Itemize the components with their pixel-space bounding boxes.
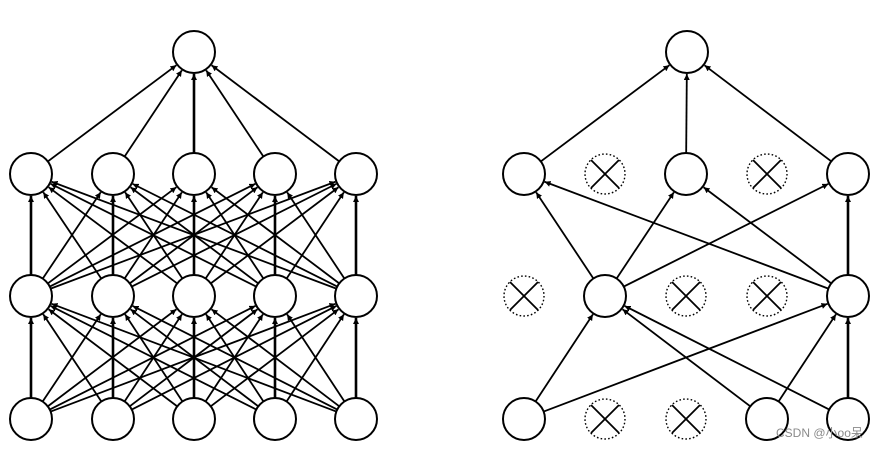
neuron-node [172, 397, 216, 441]
nodes [9, 30, 378, 441]
neuron-node [9, 397, 53, 441]
neuron-node [253, 274, 297, 318]
edge-arrow [48, 308, 178, 408]
cross-mark [671, 281, 701, 311]
edge-arrow [683, 73, 690, 154]
edge-arrow [540, 64, 670, 163]
neuron-node [172, 30, 216, 74]
edge-arrow [777, 313, 837, 402]
edge-arrow [703, 186, 832, 285]
dropped-neuron-node [746, 275, 788, 317]
edge-arrow [534, 313, 594, 402]
neuron-node [172, 152, 216, 196]
edges [28, 64, 359, 413]
edge-arrow [50, 305, 257, 411]
dropped-neuron-node [584, 398, 626, 440]
edge-arrow [51, 302, 337, 413]
edge-arrow [51, 180, 337, 290]
neuron-node [826, 152, 870, 196]
cross-mark [509, 281, 539, 311]
edge-arrow [211, 186, 340, 285]
neuron-node [91, 397, 135, 441]
cross-mark [752, 281, 782, 311]
edge-arrow [615, 191, 675, 279]
edge-arrow [50, 183, 257, 288]
edge-arrow [703, 64, 832, 163]
edge-arrow [621, 308, 751, 408]
neuron-node [91, 274, 135, 318]
dropped-neuron-node [503, 275, 545, 317]
nodes [502, 30, 870, 441]
panel-standard-net [9, 30, 378, 441]
neuron-node [664, 152, 708, 196]
neuron-node [253, 152, 297, 196]
neuron-node [91, 152, 135, 196]
panel-dropout-net [502, 30, 870, 441]
edge-arrow [132, 305, 338, 411]
edge-arrow [623, 183, 829, 288]
dropped-neuron-node [746, 153, 788, 195]
edge-arrow [535, 191, 595, 279]
edges [534, 64, 851, 413]
edge-arrow [286, 313, 346, 402]
neuron-node [502, 152, 546, 196]
edge-arrow [211, 64, 340, 163]
neuron-node [172, 274, 216, 318]
cross-mark [590, 159, 620, 189]
edge-arrow [132, 183, 338, 288]
dropped-neuron-node [665, 398, 707, 440]
edge-arrow [42, 313, 103, 403]
edge-arrow [42, 191, 103, 280]
edge-arrow [210, 308, 340, 408]
dropped-neuron-node [665, 275, 707, 317]
edge-arrow [48, 186, 178, 285]
neuron-node [334, 152, 378, 196]
edge-arrow [286, 191, 346, 279]
neuron-node [583, 274, 627, 318]
neuron-node [665, 30, 709, 74]
cross-mark [590, 404, 620, 434]
edge-arrow [123, 69, 183, 157]
neuron-node [9, 152, 53, 196]
neuron-node [334, 397, 378, 441]
dropped-neuron-node [584, 153, 626, 195]
edge-arrow [47, 64, 177, 163]
cross-mark [752, 159, 782, 189]
cross-mark [671, 404, 701, 434]
edge-arrow [205, 69, 265, 157]
neuron-node [253, 397, 297, 441]
neuron-node [334, 274, 378, 318]
edge-arrow [624, 305, 830, 411]
neuron-node [826, 397, 870, 441]
neuron-node [745, 397, 789, 441]
neuron-node [9, 274, 53, 318]
edge-arrow [544, 180, 829, 290]
neuron-node [502, 397, 546, 441]
neuron-node [826, 274, 870, 318]
watermark: CSDN @小oo呆 [776, 426, 863, 440]
